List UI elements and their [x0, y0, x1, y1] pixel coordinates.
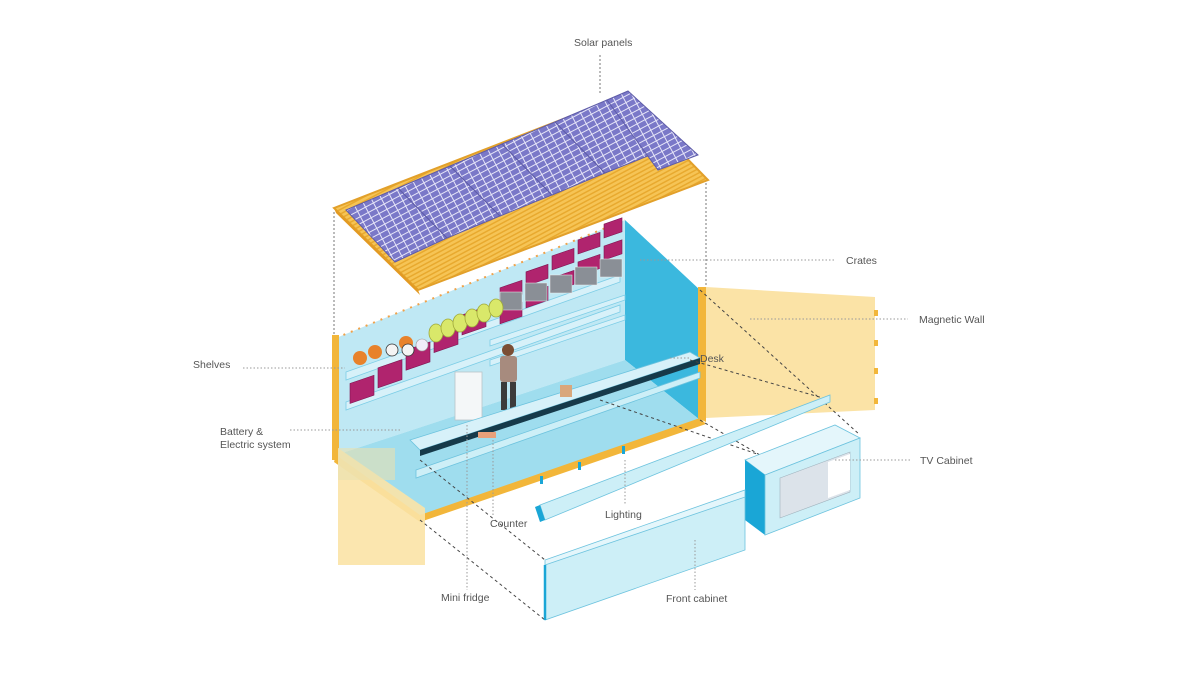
label-crates: Crates	[846, 255, 877, 267]
label-front-cabinet: Front cabinet	[666, 593, 728, 605]
label-tv-cabinet: TV Cabinet	[920, 455, 973, 467]
label-lighting: Lighting	[605, 509, 642, 521]
label-battery-line1: Battery &	[220, 426, 264, 438]
label-leaders	[243, 259, 910, 590]
person-figure	[500, 344, 517, 410]
desk	[409, 351, 701, 479]
label-counter: Counter	[490, 518, 528, 530]
explosion-lines	[419, 289, 861, 621]
label-desk: Desk	[700, 353, 724, 365]
guide-lines	[333, 55, 707, 335]
label-shelves: Shelves	[193, 359, 231, 371]
binders	[499, 258, 623, 311]
label-battery-line2: Electric system	[220, 439, 291, 451]
lighting-rail	[535, 394, 831, 522]
magnetic-wall	[706, 287, 875, 418]
yellow-rolls	[428, 298, 504, 343]
label-magnetic-wall: Magnetic Wall	[919, 314, 985, 326]
label-solar-panels: Solar panels	[574, 37, 633, 49]
solar-panels	[345, 90, 699, 263]
mini-fridge	[454, 371, 483, 421]
label-battery-electric-system: Battery & Electric system	[220, 426, 291, 452]
sports-balls	[353, 336, 429, 365]
roof-solar-assembly	[332, 90, 710, 295]
label-mini-fridge: Mini fridge	[441, 592, 490, 604]
tv-cabinet	[744, 424, 861, 536]
front-cabinet	[543, 489, 746, 621]
